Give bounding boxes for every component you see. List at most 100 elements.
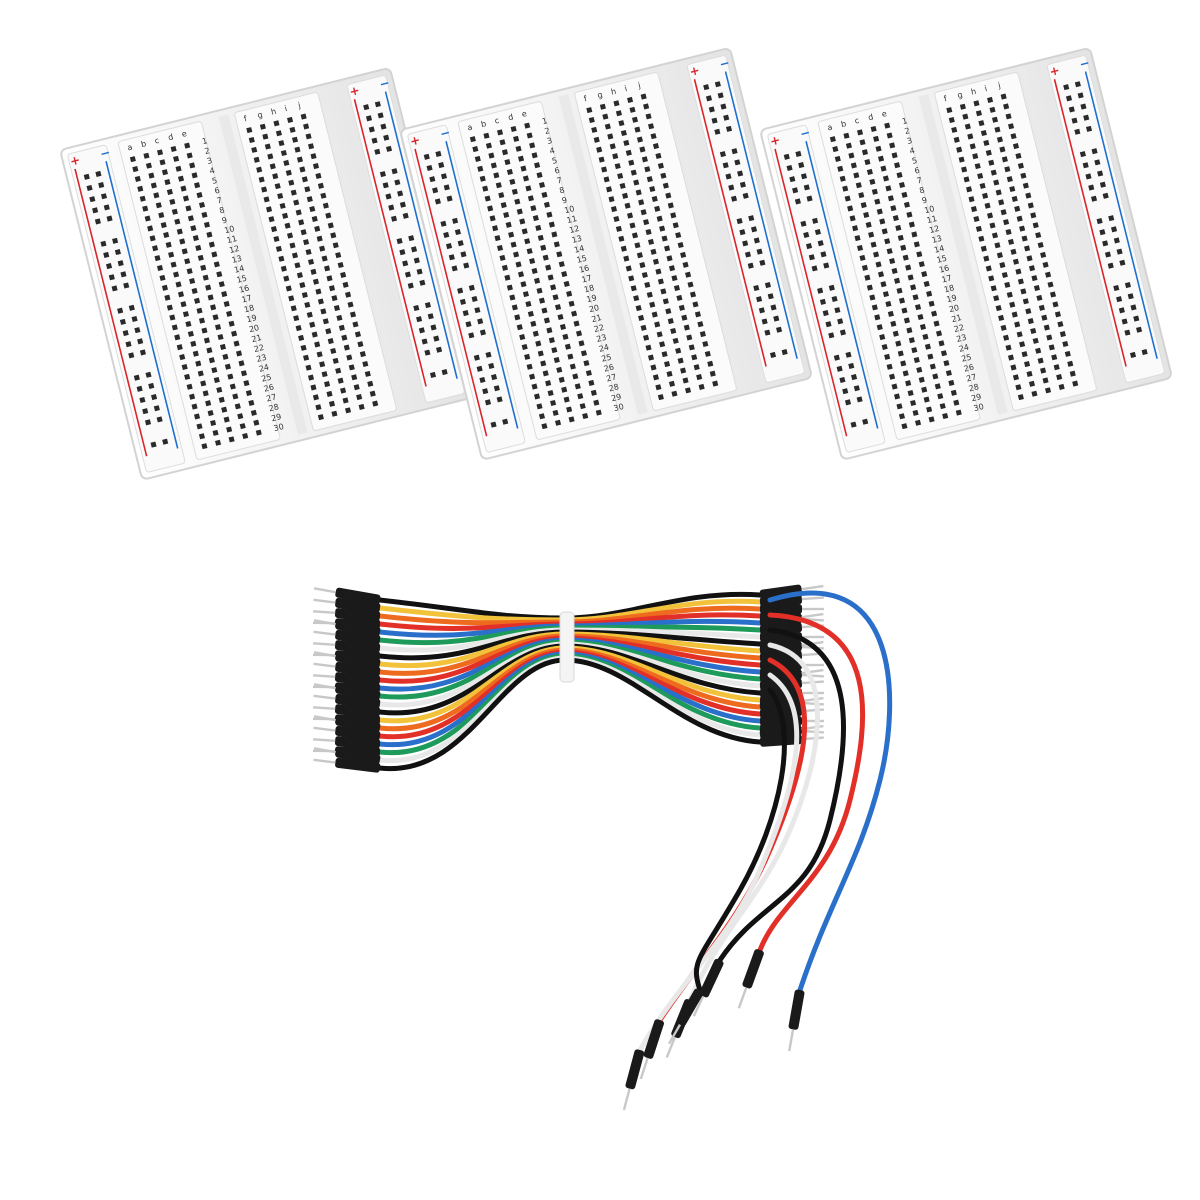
connector-pin [737, 987, 748, 1009]
row-number: 29 [970, 392, 982, 403]
terminal-hole [640, 93, 647, 100]
terminal-hole [911, 347, 918, 354]
terminal-hole [966, 186, 973, 193]
terminal-hole [854, 235, 861, 242]
terminal-hole [195, 360, 202, 367]
terminal-hole [342, 281, 349, 288]
terminal-hole [595, 409, 602, 416]
terminal-hole [337, 261, 344, 269]
terminal-hole [1072, 380, 1079, 387]
row-number: 28 [608, 382, 620, 393]
terminal-hole [614, 163, 621, 170]
minus-rail-line [105, 160, 179, 449]
rail-hole [496, 396, 503, 403]
rail-hole [794, 198, 801, 205]
terminal-hole [876, 324, 883, 331]
terminal-hole [521, 343, 528, 351]
column-label: i [984, 84, 988, 93]
rail-hole [744, 251, 751, 258]
terminal-hole [625, 265, 632, 272]
rail-hole [1074, 128, 1081, 135]
row-number: 15 [236, 274, 248, 285]
terminal-hole [550, 284, 557, 291]
terminal-hole [861, 149, 869, 156]
row-number: 7 [216, 196, 223, 206]
rail-hole [1118, 307, 1125, 314]
connector-pin [313, 758, 336, 764]
rail-hole [737, 170, 744, 177]
terminal-hole [1004, 281, 1011, 288]
terminal-hole [280, 149, 287, 157]
terminal-hole [287, 232, 294, 239]
column-label: i [284, 104, 288, 113]
rail-hole [845, 351, 852, 358]
terminal-hole [259, 123, 266, 130]
rail-hole [145, 371, 152, 378]
row-number: 30 [973, 402, 985, 413]
rail-hole [839, 329, 846, 336]
terminal-hole [270, 226, 278, 233]
rail-hole [119, 318, 126, 325]
row-number: 2 [904, 126, 911, 136]
terminal-hole [186, 268, 193, 275]
terminal-hole [1006, 291, 1013, 298]
terminal-hole [542, 254, 549, 261]
row-number: 28 [268, 402, 280, 413]
terminal-hole [510, 125, 517, 133]
row-number: 3 [206, 156, 213, 166]
terminal-hole [680, 251, 687, 258]
cable-tie [559, 611, 575, 683]
row-number: 2 [544, 126, 551, 136]
rail-hole [391, 168, 398, 175]
terminal-hole [853, 172, 860, 179]
terminal-hole [196, 423, 203, 430]
row-number: 13 [931, 234, 943, 245]
connector-housing [759, 734, 803, 747]
connector-pin [313, 651, 336, 658]
terminal-hole [839, 175, 846, 182]
terminal-hole [219, 343, 227, 350]
plus-rail-line [774, 148, 848, 437]
terminal-hole [859, 139, 866, 146]
row-number: 29 [270, 412, 282, 423]
connector-housing [759, 584, 802, 600]
rail-hole [131, 315, 138, 323]
terminal-hole [550, 399, 557, 407]
terminal-hole [246, 127, 253, 134]
terminal-hole [985, 149, 992, 156]
rail-hole [465, 321, 472, 328]
rail-hole [823, 262, 830, 269]
rail-hole [452, 217, 459, 224]
terminal-hole [682, 377, 689, 384]
drooping-jumper-wire [717, 627, 846, 963]
rail-hole [391, 215, 398, 222]
plus-rail-line [74, 168, 148, 457]
terminal-hole [557, 313, 564, 321]
terminal-hole [866, 284, 873, 291]
terminal-hole [1016, 215, 1023, 222]
rail-hole [758, 307, 765, 314]
terminal-hole [985, 265, 992, 272]
terminal-hole [633, 179, 640, 186]
terminal-hole [296, 156, 303, 163]
rail-hole [851, 374, 858, 381]
jumper-wire-bundle [312, 584, 893, 1111]
terminal-hole [547, 390, 554, 397]
terminal-hole [693, 364, 700, 371]
row-number: 1 [901, 116, 908, 126]
terminal-hole [956, 146, 963, 153]
terminal-hole [187, 215, 194, 222]
terminal-hole [160, 222, 167, 229]
row-number: 10 [923, 204, 935, 215]
rail-hole [396, 238, 403, 245]
terminal-hole [218, 396, 225, 403]
terminal-hole [622, 192, 629, 199]
column-label: g [256, 110, 263, 120]
terminal-hole [342, 397, 349, 404]
connector-housing [760, 604, 802, 614]
connector-pin [801, 617, 824, 622]
terminal-hole [294, 146, 301, 153]
rail-hole [834, 307, 841, 314]
